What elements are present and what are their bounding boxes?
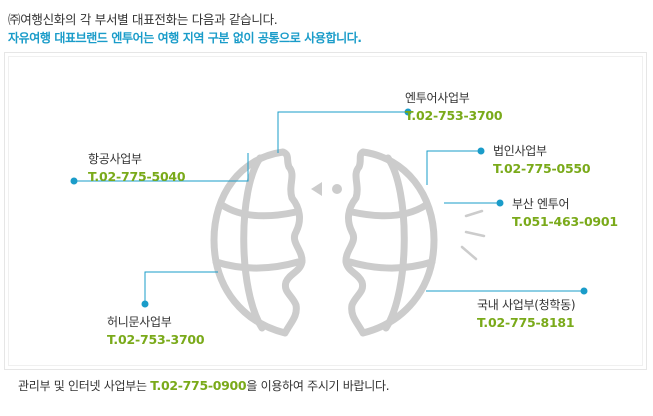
footer-tel[interactable]: T.02-775-0900	[150, 378, 247, 393]
dept-domestic: 국내 사업부(청학동) T.02-775-8181	[477, 296, 576, 330]
dept-domestic-name: 국내 사업부(청학동)	[477, 298, 576, 312]
dept-aviation-tel[interactable]: T.02-775-5040	[88, 169, 186, 184]
dept-aviation: 항공사업부 T.02-775-5040	[88, 150, 186, 184]
panel-inner-border	[8, 56, 643, 366]
dept-domestic-tel[interactable]: T.02-775-8181	[477, 315, 575, 330]
footer-prefix: 관리부 및 인터넷 사업부는	[18, 379, 151, 393]
footer-suffix: 을 이용하여 주시기 바랍니다.	[246, 379, 390, 393]
dept-entour-tel[interactable]: T.02-753-3700	[405, 108, 503, 123]
left-face-globe-icon	[210, 148, 306, 337]
dept-aviation-name: 항공사업부	[88, 152, 142, 166]
sound-waves-icon	[460, 209, 486, 261]
dept-entour: 엔투어사업부 T.02-753-3700	[405, 89, 503, 123]
footer-note: 관리부 및 인터넷 사업부는 T.02-775-0900을 이용하여 주시기 바…	[18, 377, 390, 394]
right-face-globe-icon	[342, 148, 438, 337]
connector-honeymoon	[144, 271, 218, 304]
dept-entour-name: 엔투어사업부	[405, 91, 470, 105]
dot-domestic	[580, 287, 588, 295]
speech-triangle-icon	[311, 182, 322, 196]
dept-corporate-name: 법인사업부	[493, 144, 547, 158]
dot-honeymoon	[141, 300, 149, 308]
connector-corporate	[426, 150, 481, 185]
dot-entour	[404, 108, 412, 116]
connector-entour	[277, 111, 408, 153]
dot-aviation	[70, 177, 78, 185]
dept-busan: 부산 엔투어 T.051-463-0901	[512, 195, 618, 229]
dot-corporate	[477, 147, 485, 155]
connector-dots	[70, 108, 588, 308]
dot-busan	[496, 199, 504, 207]
intro-line-2: 자유여행 대표브랜드 엔투어는 여행 지역 구분 없이 공통으로 사용합니다.	[8, 31, 362, 45]
dept-busan-name: 부산 엔투어	[512, 197, 570, 211]
intro-line-1: ㈜여행신화의 각 부서별 대표전화는 다음과 같습니다.	[8, 12, 278, 27]
dept-honeymoon: 허니문사업부 T.02-753-3700	[107, 313, 205, 347]
dept-corporate: 법인사업부 T.02-775-0550	[493, 142, 591, 176]
dept-corporate-tel[interactable]: T.02-775-0550	[493, 161, 591, 176]
dept-honeymoon-name: 허니문사업부	[107, 315, 172, 329]
connector-aviation	[74, 153, 249, 182]
speech-dot-icon	[332, 184, 342, 194]
contact-panel	[4, 52, 647, 370]
dept-busan-tel[interactable]: T.051-463-0901	[512, 214, 618, 229]
connector-lines	[74, 111, 584, 304]
dept-honeymoon-tel[interactable]: T.02-753-3700	[107, 332, 205, 347]
